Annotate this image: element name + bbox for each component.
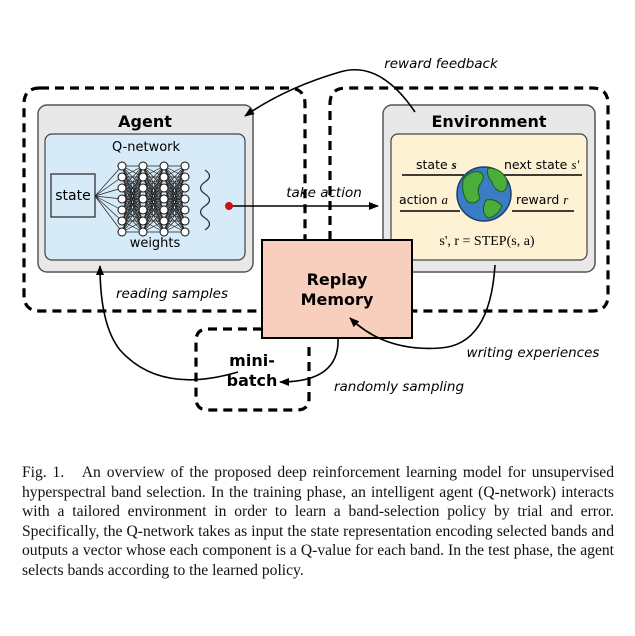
mini-batch-line2: batch — [227, 371, 278, 390]
network-node — [138, 172, 148, 182]
network-node — [138, 205, 148, 215]
network-node — [180, 216, 190, 226]
input-edge — [94, 165, 123, 197]
network-node — [117, 216, 127, 226]
writing-experiences-arrow — [349, 264, 496, 350]
input-edge — [94, 195, 123, 233]
state-label: state — [55, 188, 90, 204]
network-edge — [163, 198, 186, 233]
network-node — [180, 227, 190, 237]
network-node — [159, 161, 169, 171]
network-node — [180, 183, 190, 193]
next-state-label: next state s' — [504, 157, 579, 172]
network-node — [117, 172, 127, 182]
network-edge — [121, 165, 144, 200]
network-edge — [163, 187, 186, 233]
input-edge — [94, 195, 123, 211]
network-node — [138, 183, 148, 193]
reward-feedback-label: reward feedback — [384, 56, 499, 72]
replay-memory-line2: Memory — [301, 290, 374, 309]
input-edge — [94, 195, 123, 200]
network-edge — [121, 198, 144, 233]
replay-memory-box — [261, 239, 413, 339]
agent-dashed-region — [40, 86, 307, 240]
agent-dashed-region-left — [22, 86, 262, 313]
step-equation: s', r = STEP(s, a) — [439, 234, 535, 249]
environment-dashed-region — [328, 86, 610, 313]
network-edge — [142, 187, 165, 233]
q-network-label: Q-network — [112, 140, 181, 155]
weights-label: weights — [130, 236, 181, 251]
mini-batch-line1: mini- — [229, 351, 275, 370]
network-edge — [121, 165, 144, 189]
network-edge — [163, 165, 186, 200]
network-edge — [142, 209, 165, 233]
figure-caption: Fig. 1. An overview of the proposed deep… — [22, 463, 614, 581]
agent-title: Agent — [118, 112, 172, 131]
network-node — [117, 194, 127, 204]
input-edge — [94, 187, 123, 197]
caption-text: An overview of the proposed deep reinfor… — [22, 464, 614, 579]
network-node — [138, 216, 148, 226]
network-edge — [163, 209, 186, 233]
minibatch-dashed-region — [194, 327, 311, 412]
output-brace-icon — [199, 169, 211, 231]
reading-samples-arrow — [96, 265, 239, 381]
network-edge — [163, 165, 186, 211]
environment-title: Environment — [431, 112, 546, 131]
take-action-label: take action — [286, 185, 362, 201]
network-node — [159, 172, 169, 182]
network-node — [159, 216, 169, 226]
network-node — [180, 172, 190, 182]
randomly-sampling-arrow — [279, 337, 339, 386]
network-edge — [121, 209, 144, 233]
network-node — [180, 194, 190, 204]
input-edge — [94, 176, 123, 197]
state-s-label: state s — [416, 157, 457, 172]
network-node — [117, 205, 127, 215]
action-output-dot — [225, 202, 233, 210]
network-node — [138, 227, 148, 237]
figure-number: Fig. 1. — [22, 464, 65, 481]
reading-samples-label: reading samples — [116, 286, 228, 302]
network-node — [117, 183, 127, 193]
reward-feedback-arrow — [244, 68, 416, 117]
rl-overview-diagram: Agent Q-network state weights Environmen… — [22, 56, 610, 412]
replay-memory-line1: Replay — [307, 270, 368, 289]
network-edge — [142, 198, 165, 233]
network-edge — [142, 165, 165, 200]
randomly-sampling-label: randomly sampling — [334, 379, 464, 395]
globe-icon — [456, 166, 512, 222]
network-node — [138, 194, 148, 204]
network-edge — [142, 165, 165, 189]
network-node — [159, 227, 169, 237]
network-edge — [163, 165, 186, 189]
network-edge — [121, 165, 144, 211]
network-node — [138, 161, 148, 171]
network-node — [117, 161, 127, 171]
network-node — [159, 183, 169, 193]
network-edge — [142, 165, 165, 211]
input-edge — [94, 195, 123, 222]
network-node — [180, 161, 190, 171]
network-node — [117, 227, 127, 237]
neural-network-graphic — [94, 161, 190, 237]
network-node — [159, 205, 169, 215]
writing-experiences-label: writing experiences — [467, 345, 600, 361]
action-a-label: action a — [399, 192, 448, 207]
network-node — [159, 194, 169, 204]
network-edge — [121, 187, 144, 233]
reward-r-label: reward r — [516, 192, 569, 207]
network-node — [180, 205, 190, 215]
